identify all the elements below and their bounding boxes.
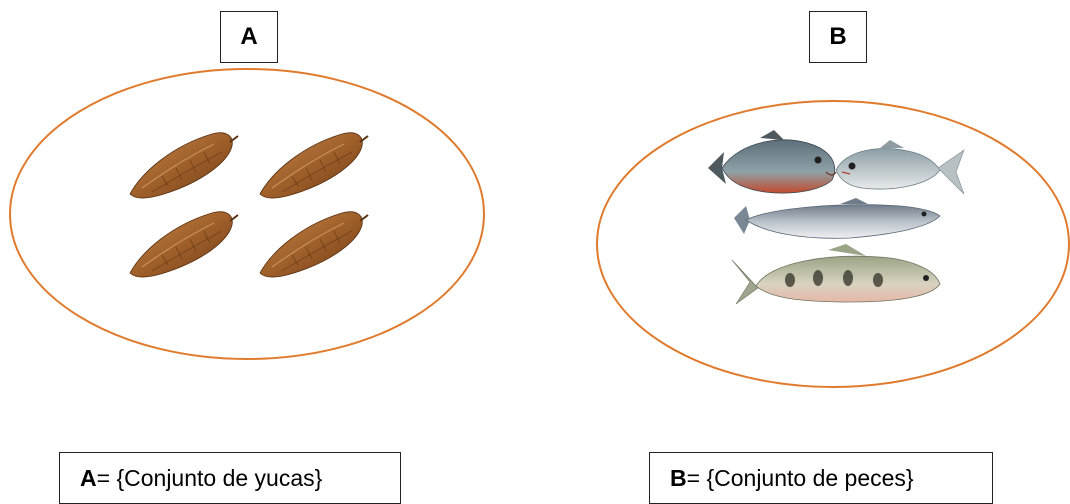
set-a-caption-name: A: [80, 465, 97, 492]
set-a-ellipse: [10, 69, 484, 359]
set-b-caption-text: = {Conjunto de peces}: [687, 465, 914, 492]
set-a-caption-text: = {Conjunto de yucas}: [97, 465, 323, 492]
cassava-icon: [130, 212, 238, 277]
set-a-caption: A= {Conjunto de yucas}: [59, 452, 401, 504]
cassava-icon: [130, 133, 238, 198]
set-b-caption-name: B: [670, 465, 687, 492]
set-b-ellipse: [597, 101, 1069, 387]
cassava-icon: [260, 133, 368, 198]
fish-icon: [836, 140, 964, 194]
fish-icon: [734, 198, 940, 238]
fish-icon: [708, 130, 836, 193]
cassava-icon: [260, 212, 368, 277]
set-b-caption: B= {Conjunto de peces}: [649, 452, 993, 504]
fish-icon: [732, 244, 940, 304]
